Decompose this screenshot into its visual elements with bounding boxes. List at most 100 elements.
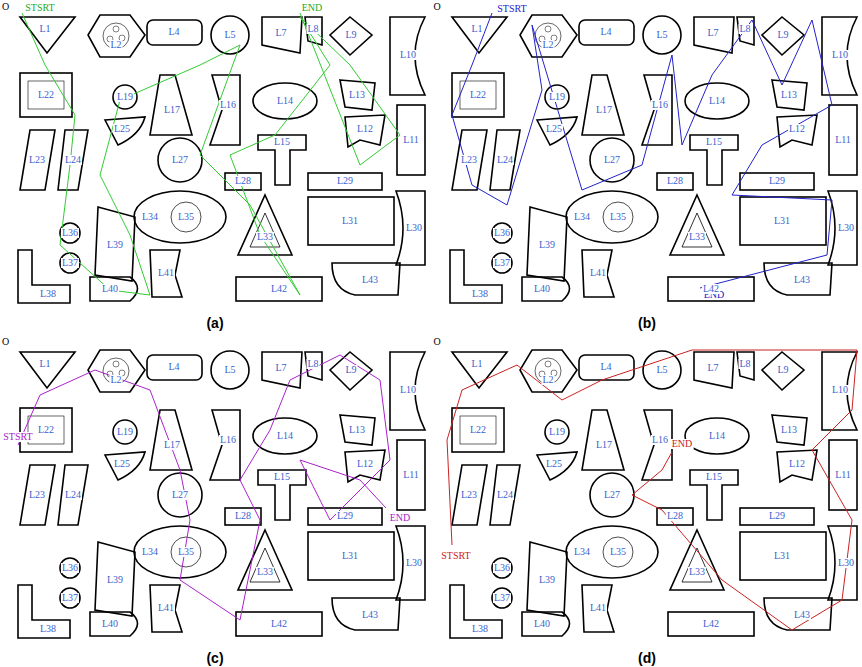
part-label: L28 — [234, 176, 252, 186]
part-label: L30 — [837, 558, 855, 568]
part-label: L13 — [780, 425, 798, 435]
part-label: L41 — [589, 603, 607, 613]
part-label: L1 — [38, 24, 51, 34]
part-label: L14 — [276, 431, 294, 441]
part-label: L25 — [545, 459, 563, 469]
part-label: L29 — [768, 176, 786, 186]
part-label: L8 — [738, 24, 751, 34]
part-label: L30 — [405, 223, 423, 233]
part-label: L14 — [708, 96, 726, 106]
part-label: L13 — [780, 90, 798, 100]
part-label: L27 — [171, 490, 189, 500]
part-label: L19 — [116, 92, 134, 102]
part-label: L10 — [831, 385, 849, 395]
part-label: L27 — [603, 490, 621, 500]
part-label: L10 — [831, 50, 849, 60]
part-label: L17 — [595, 105, 613, 115]
part-label: L7 — [274, 28, 287, 38]
part-label: L5 — [655, 30, 668, 40]
part-label: L31 — [773, 216, 791, 226]
part-label: L24 — [64, 490, 82, 500]
part-label: L27 — [603, 155, 621, 165]
part-label: L8 — [306, 24, 319, 34]
part-label: L42 — [270, 284, 288, 294]
part-label: L40 — [101, 284, 119, 294]
part-label: L11 — [834, 135, 852, 145]
part-label: L9 — [344, 30, 357, 40]
part-label: L5 — [223, 365, 236, 375]
part-label: L5 — [223, 30, 236, 40]
part-label: L19 — [116, 427, 134, 437]
part-label: L2 — [109, 40, 122, 50]
part-label: L15 — [273, 137, 291, 147]
part-label: L39 — [106, 575, 124, 585]
part-label: L24 — [496, 490, 514, 500]
part-label: L37 — [493, 593, 511, 603]
path-marker: STSRT — [2, 432, 33, 442]
part-label: L34 — [573, 547, 591, 557]
origin-label: O — [2, 337, 9, 347]
part-label: L17 — [163, 440, 181, 450]
part-label: L41 — [157, 603, 175, 613]
part-label: L28 — [666, 176, 684, 186]
part-label: L22 — [37, 425, 55, 435]
part-label: L35 — [177, 212, 195, 222]
part-label: L23 — [460, 155, 478, 165]
part-label: L15 — [273, 472, 291, 482]
part-label: L27 — [171, 155, 189, 165]
panel-caption: (c) — [206, 651, 223, 665]
part-label: L11 — [402, 470, 420, 480]
part-label: L38 — [39, 624, 57, 634]
part-label: L34 — [573, 212, 591, 222]
part-label: L1 — [470, 359, 483, 369]
part-label: L35 — [609, 547, 627, 557]
part-label: L42 — [702, 284, 720, 294]
path-marker: STSRT — [24, 3, 55, 13]
part-label: L14 — [708, 431, 726, 441]
part-label: L24 — [64, 155, 82, 165]
part-label: L38 — [471, 289, 489, 299]
part-label: L1 — [38, 359, 51, 369]
part-label: L36 — [61, 228, 79, 238]
part-label: L31 — [773, 551, 791, 561]
part-label: L24 — [496, 155, 514, 165]
part-label: L23 — [28, 155, 46, 165]
part-label: L34 — [141, 212, 159, 222]
part-label: L42 — [702, 619, 720, 629]
path-marker: END — [389, 513, 412, 523]
part-label: L25 — [113, 459, 131, 469]
part-label: L23 — [460, 490, 478, 500]
part-label: L14 — [276, 96, 294, 106]
part-label: L1 — [470, 24, 483, 34]
part-label: L9 — [776, 365, 789, 375]
part-label: L33 — [256, 232, 274, 242]
part-label: L37 — [493, 258, 511, 268]
part-label: L7 — [274, 363, 287, 373]
part-label: L16 — [219, 435, 237, 445]
part-label: L2 — [109, 375, 122, 385]
part-label: L4 — [599, 27, 612, 37]
part-label: L13 — [348, 90, 366, 100]
part-label: L39 — [538, 240, 556, 250]
part-label: L19 — [548, 92, 566, 102]
part-label: L25 — [545, 124, 563, 134]
part-label: L15 — [705, 472, 723, 482]
part-label: L34 — [141, 547, 159, 557]
part-label: L19 — [548, 427, 566, 437]
part-label: L28 — [666, 511, 684, 521]
part-label: L9 — [776, 30, 789, 40]
part-label: L41 — [157, 268, 175, 278]
part-label: L16 — [651, 435, 669, 445]
part-label: L12 — [356, 124, 374, 134]
part-label: L40 — [533, 619, 551, 629]
part-label: L8 — [738, 359, 751, 369]
panel-caption: (b) — [638, 316, 656, 330]
path-marker: STSRT — [496, 4, 527, 14]
part-label: L25 — [113, 124, 131, 134]
part-label: L41 — [589, 268, 607, 278]
part-label: L9 — [344, 365, 357, 375]
part-label: L4 — [599, 362, 612, 372]
path-marker: END — [301, 3, 324, 13]
part-label: L33 — [688, 567, 706, 577]
part-label: L5 — [655, 365, 668, 375]
